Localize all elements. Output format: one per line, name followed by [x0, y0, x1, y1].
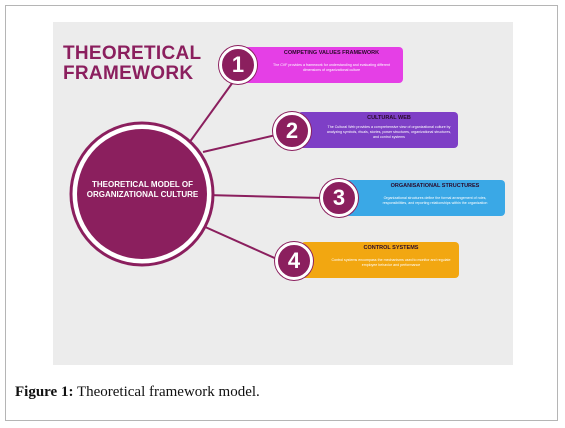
figure-caption: Figure 1: Theoretical framework model. — [15, 384, 260, 401]
card-title: COMPETING VALUES FRAMEWORK — [283, 50, 380, 56]
title-line-2: FRAMEWORK — [63, 63, 194, 84]
connector-lines — [69, 81, 324, 267]
number-badge-1: 1 — [219, 46, 257, 84]
caption-text: Theoretical framework model. — [73, 384, 260, 400]
connector-3 — [205, 194, 324, 199]
card-description: The CVF provides a framework for underst… — [273, 63, 390, 72]
card-4: CONTROL SYSTEMS Control systems encompas… — [301, 242, 459, 278]
diagram-title: THEORETICAL FRAMEWORK — [63, 44, 213, 84]
card-1: COMPETING VALUES FRAMEWORK The CVF provi… — [238, 47, 403, 83]
card-title: CONTROL SYSTEMS — [363, 245, 419, 251]
card-description: Control systems encompass the mechanisms… — [331, 258, 451, 267]
center-label: THEORETICAL MODEL OF ORGANIZATIONAL CULT… — [86, 180, 199, 199]
center-circle — [77, 129, 207, 259]
number-badge-4: 4 — [275, 242, 313, 280]
card-title: CULTURAL WEB — [367, 115, 411, 121]
figure-frame — [5, 5, 558, 421]
card-description: The Cultural Web provides a comprehensiv… — [326, 125, 452, 139]
card-description: Organizational structures define the for… — [382, 196, 488, 205]
connector-4 — [193, 221, 280, 261]
connector-1 — [188, 81, 234, 144]
card-3: ORGANISATIONAL STRUCTURES Organizational… — [343, 180, 505, 216]
title-line-1: THEORETICAL — [63, 43, 202, 64]
card-2: CULTURAL WEB The Cultural Web provides a… — [298, 112, 458, 148]
diagram: THEORETICAL FRAMEWORK THEORETICAL MODEL … — [53, 22, 513, 365]
card-title: ORGANISATIONAL STRUCTURES — [390, 183, 480, 189]
number-badge-2: 2 — [273, 112, 311, 150]
caption-label: Figure 1: — [15, 384, 74, 400]
number-badge-3: 3 — [320, 179, 358, 217]
